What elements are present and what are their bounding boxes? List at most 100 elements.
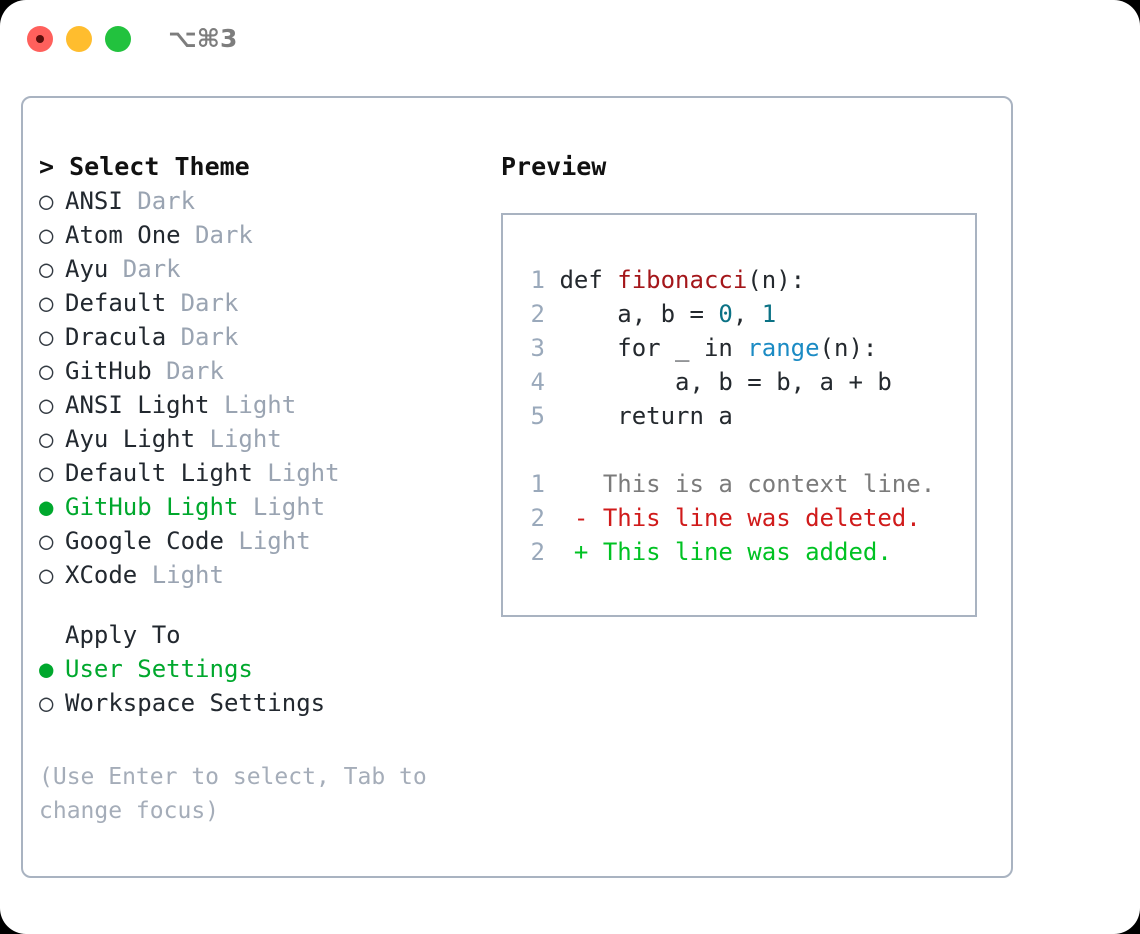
code-token: a, b = b, a + b [559, 368, 892, 396]
theme-name: XCode [65, 561, 138, 589]
theme-variant-badge: Dark [166, 323, 239, 351]
theme-name: Atom One [65, 221, 181, 249]
theme-variant-badge: Light [223, 527, 311, 555]
line-number: 5 [530, 402, 545, 430]
code-token: a, b = [559, 300, 719, 328]
radio-selected-icon[interactable]: ● [39, 493, 54, 521]
theme-variant-badge: Light [137, 561, 224, 589]
diff-line: 1 This is a context line. [519, 467, 936, 501]
theme-name: Ayu Light [65, 425, 196, 453]
theme-list-item[interactable]: ○ Atom One Dark [39, 218, 479, 252]
apply-to-option[interactable]: ○ Workspace Settings [39, 686, 479, 720]
diff-line: 2 - This line was deleted. [519, 501, 935, 535]
window-shortcut-label: ⌥⌘3 [168, 24, 238, 53]
line-number: 2 [530, 300, 545, 328]
code-blank-line [519, 433, 935, 467]
radio-unselected-icon[interactable]: ○ [39, 425, 54, 453]
theme-list-item[interactable]: ○ ANSI Dark [39, 184, 479, 218]
title-bar: ⌥⌘3 [0, 0, 1140, 78]
radio-unselected-icon[interactable]: ○ [39, 459, 54, 487]
theme-variant-badge: Dark [166, 289, 239, 317]
diff-sign: - [573, 504, 603, 532]
code-line: 5 return a [519, 399, 935, 433]
theme-variant-badge: Light [252, 459, 340, 487]
radio-unselected-icon[interactable]: ○ [39, 357, 54, 385]
diff-line: 2 + This line was added. [519, 535, 935, 569]
code-line: 2 a, b = 0, 1 [519, 297, 935, 331]
maximize-button[interactable] [105, 26, 131, 52]
apply-to-list[interactable]: ●User Settings ○ Workspace Settings [39, 652, 479, 720]
code-token: , [732, 300, 762, 328]
traffic-light-buttons [27, 26, 131, 52]
code-token: return a [559, 402, 733, 430]
radio-unselected-icon[interactable]: ○ [39, 391, 54, 419]
line-number: 3 [530, 334, 545, 362]
line-number: 1 [530, 266, 545, 294]
radio-unselected-icon[interactable]: ○ [39, 323, 54, 351]
theme-variant-badge: Dark [151, 357, 224, 385]
code-token: (n): [819, 334, 878, 362]
line-number: 1 [530, 470, 545, 498]
code-token: fibonacci [617, 266, 748, 294]
radio-unselected-icon[interactable]: ○ [39, 187, 54, 215]
theme-variant-badge: Light [238, 493, 326, 521]
diff-text: This is a context line. [602, 470, 936, 498]
code-token: 0 [718, 300, 733, 328]
line-number: 2 [530, 538, 545, 566]
theme-name: ANSI [65, 187, 123, 215]
diff-text: This line was deleted. [602, 504, 921, 532]
diff-sign [574, 470, 603, 498]
theme-variant-badge: Light [195, 425, 282, 453]
radio-unselected-icon[interactable]: ○ [39, 255, 54, 283]
keyboard-hint-text: (Use Enter to select, Tab to change focu… [39, 764, 427, 824]
code-token: (n): [747, 266, 806, 294]
preview-column: Preview 1 def fibonacci(n):2 a, b = 0, 1… [501, 150, 1001, 617]
theme-name: GitHub Light [65, 493, 239, 521]
theme-list-item[interactable]: ○ Ayu Dark [39, 252, 479, 286]
theme-variant-badge: Dark [108, 255, 181, 283]
radio-unselected-icon[interactable]: ○ [39, 689, 54, 717]
theme-list[interactable]: ○ANSI Dark○Atom One Dark○Ayu Dark○Defaul… [39, 184, 479, 592]
diff-text: This line was added. [602, 538, 892, 566]
theme-name: Dracula [65, 323, 167, 351]
code-token: for _ in [559, 334, 748, 362]
main-panel: > Select Theme ○ANSI Dark○Atom One Dark○… [21, 96, 1013, 878]
theme-list-item[interactable]: ○Default Dark [39, 286, 479, 320]
theme-list-item[interactable]: ○ Ayu Light Light [39, 422, 479, 456]
radio-unselected-icon[interactable]: ○ [39, 561, 54, 589]
theme-name: Default Light [65, 459, 253, 487]
radio-unselected-icon[interactable]: ○ [39, 527, 54, 555]
theme-name: Ayu [65, 255, 109, 283]
apply-to-heading: Apply To [65, 621, 181, 649]
apply-to-label: Workspace Settings [65, 689, 326, 717]
code-token: 1 [761, 300, 777, 328]
radio-selected-icon[interactable]: ● [39, 655, 54, 683]
theme-list-item[interactable]: ○ ANSI Light Light [39, 388, 479, 422]
theme-name: Google Code [65, 527, 224, 555]
theme-name: ANSI Light [65, 391, 210, 419]
theme-list-item[interactable]: ○GitHub Dark [39, 354, 479, 388]
theme-list-item[interactable]: ● GitHub Light Light [39, 490, 479, 524]
line-number: 2 [530, 504, 545, 532]
minimize-button[interactable] [66, 26, 92, 52]
radio-unselected-icon[interactable]: ○ [39, 221, 54, 249]
theme-variant-badge: Light [209, 391, 297, 419]
code-line: 3 for _ in range(n): [519, 331, 935, 365]
code-token: range [747, 334, 820, 362]
radio-unselected-icon[interactable]: ○ [39, 289, 54, 317]
theme-list-item[interactable]: ○ Google Code Light [39, 524, 479, 558]
theme-variant-badge: Dark [180, 221, 253, 249]
close-button[interactable] [27, 26, 53, 52]
theme-variant-badge: Dark [122, 187, 196, 215]
apply-to-option[interactable]: ●User Settings [39, 652, 479, 686]
theme-selection-column: > Select Theme ○ANSI Dark○Atom One Dark○… [39, 150, 479, 828]
theme-list-item[interactable]: ○ XCode Light [39, 558, 479, 592]
select-theme-heading: > Select Theme [39, 152, 250, 181]
line-number: 4 [530, 368, 545, 396]
code-token: def [559, 266, 618, 294]
theme-list-item[interactable]: ○ Dracula Dark [39, 320, 479, 354]
theme-list-item[interactable]: ○ Default Light Light [39, 456, 479, 490]
